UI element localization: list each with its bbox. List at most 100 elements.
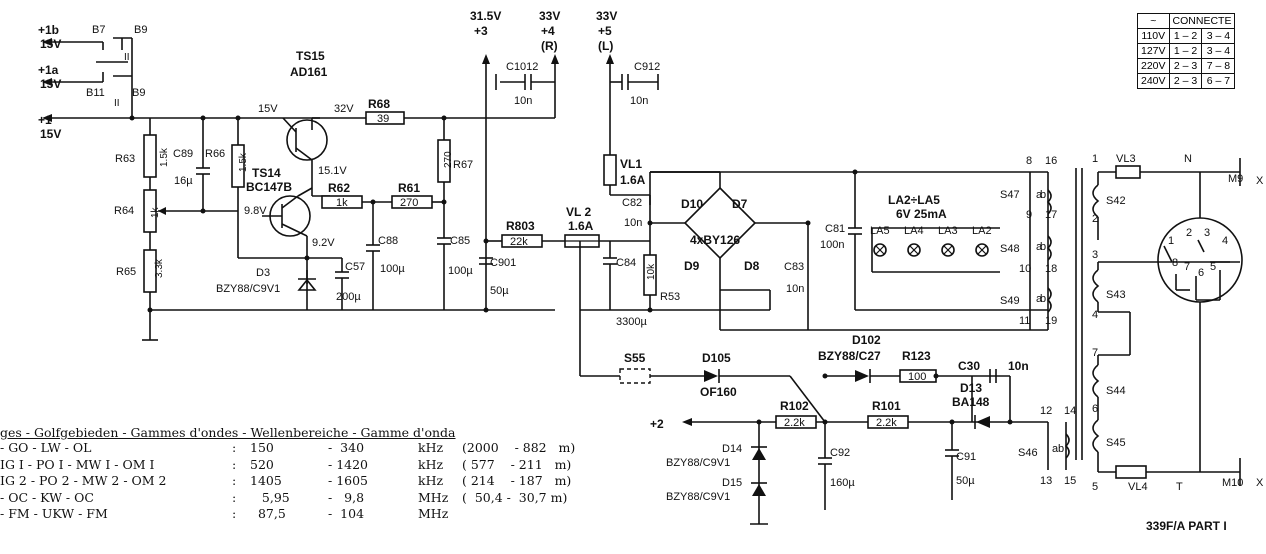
connection-cell: 3 – 4 xyxy=(1201,43,1236,59)
input-2-label: +2 xyxy=(650,417,664,431)
x-terminal-bottom: X xyxy=(1256,477,1264,489)
terminal-17: 17 xyxy=(1045,209,1057,221)
r53-value: 10k xyxy=(646,263,657,280)
terminal-19: 19 xyxy=(1045,315,1057,327)
output-5-label: +5 xyxy=(598,24,612,38)
input-rails xyxy=(42,38,555,122)
table-row: 110V 1 – 2 3 – 4 xyxy=(1137,28,1236,44)
r53-label: R53 xyxy=(660,291,680,303)
band-name: - GO - LW - OL xyxy=(0,440,92,455)
terminal-18: 18 xyxy=(1045,263,1057,275)
band-unit: kHz xyxy=(418,440,444,455)
tap-4: 4 xyxy=(1092,309,1098,321)
c1012-value: 10n xyxy=(514,95,532,107)
voltage-cell: 240V xyxy=(1137,73,1170,89)
r68-label: R68 xyxy=(368,97,390,111)
d102-label: D102 xyxy=(852,333,881,347)
rail-1-label: +1 xyxy=(38,113,52,127)
c901-label: C901 xyxy=(490,257,516,269)
connection-cell: 2 – 3 xyxy=(1168,58,1203,74)
band-from: 5,95 xyxy=(250,489,290,505)
band-from: 87,5 xyxy=(250,506,286,521)
mains-transformer xyxy=(1075,158,1243,486)
d102-type: BZY88/C27 xyxy=(818,349,881,363)
selector-pin-2: 2 xyxy=(1186,227,1192,239)
voltage-15-1v: 15.1V xyxy=(318,165,347,177)
c912-value: 10n xyxy=(630,95,648,107)
rail-1a-voltage: 15V xyxy=(40,77,61,91)
s49-contact-b: b xyxy=(1040,293,1046,305)
c30-value: 10n xyxy=(1008,359,1029,373)
connect-header: CONNECTE xyxy=(1168,13,1236,29)
waveband-title: ges - Golfgebieden - Gammes d'ondes - We… xyxy=(0,425,456,440)
output-3-label: +3 xyxy=(474,24,488,38)
band-name: IG I - PO I - MW I - OM I xyxy=(0,456,155,472)
d3-label: D3 xyxy=(256,267,270,279)
c81-value: 100n xyxy=(820,239,844,251)
lamp-bank xyxy=(650,169,1048,311)
selector-pin-7: 7 xyxy=(1184,261,1190,273)
c91-value: 50µ xyxy=(956,475,975,487)
c82-label: C82 xyxy=(622,197,642,209)
c89-label: C89 xyxy=(173,148,193,160)
r102-label: R102 xyxy=(780,399,809,413)
lamp-la2-label: LA2 xyxy=(972,225,992,237)
c88-label: C88 xyxy=(378,235,398,247)
r101-value: 2.2k xyxy=(876,417,897,429)
selector-pin-1: 1 xyxy=(1168,235,1174,247)
voltage-15v: 15V xyxy=(258,103,278,115)
tap-6: 6 xyxy=(1092,403,1098,415)
s43-label: S43 xyxy=(1106,289,1126,301)
band-to: - 1420 xyxy=(328,456,369,472)
connection-cell: 1 – 2 xyxy=(1168,28,1203,44)
band-name: IG 2 - PO 2 - MW 2 - OM 2 xyxy=(0,473,167,488)
switch-b9-label-lower: B9 xyxy=(132,87,145,99)
ts14-label: TS14 xyxy=(252,166,281,180)
band-to: - 104 xyxy=(328,506,365,521)
s47-contact-b: b xyxy=(1040,189,1046,201)
rail-1-voltage: 15V xyxy=(40,127,61,141)
r65-value: 3.3k xyxy=(154,258,165,278)
output-rail-2 xyxy=(682,415,1048,525)
regulator-chain xyxy=(580,368,1011,429)
selector-pin-5: 5 xyxy=(1210,261,1216,273)
c57-value: 200µ xyxy=(336,291,361,303)
c92-label: C92 xyxy=(830,447,850,459)
output-rails-4-5 xyxy=(495,54,659,196)
c88-value: 100µ xyxy=(380,263,405,275)
tap-1: 1 xyxy=(1092,153,1098,165)
c30-label: C30 xyxy=(958,359,980,373)
voltage-9-8v: 9.8V xyxy=(244,205,267,217)
s46-contact-a: a xyxy=(1052,443,1059,455)
terminal-15: 15 xyxy=(1064,475,1076,487)
connection-cell: 3 – 4 xyxy=(1201,28,1236,44)
switch-position-label-lower: II xyxy=(114,98,120,109)
d10-label: D10 xyxy=(681,197,703,211)
switch-b7-label: B7 xyxy=(92,24,105,36)
vl2-label: VL 2 xyxy=(566,205,591,219)
table-header-row: ~ CONNECTE xyxy=(1137,13,1236,29)
r62-label: R62 xyxy=(328,181,350,195)
c83-value: 10n xyxy=(786,283,804,295)
band-from: 1405 xyxy=(250,473,282,488)
band-from: 520 xyxy=(250,456,274,472)
vl1-label: VL1 xyxy=(620,157,642,171)
range-switch xyxy=(96,37,135,121)
band-separator: : xyxy=(232,473,237,488)
d13-label: D13 xyxy=(960,381,982,395)
band-to: - 340 xyxy=(328,440,365,455)
voltage-9-2v: 9.2V xyxy=(312,237,335,249)
r67-label: R67 xyxy=(453,159,473,171)
c901-value: 50µ xyxy=(490,285,509,297)
switch-b9-label: B9 xyxy=(134,24,147,36)
c81-label: C81 xyxy=(825,223,845,235)
lamp-la5-label: LA5 xyxy=(870,225,890,237)
terminal-13: 13 xyxy=(1040,475,1052,487)
ts14-type: BC147B xyxy=(246,180,292,194)
r64-label: R64 xyxy=(114,205,134,217)
band-wavelength: ( 577 - 211 m) xyxy=(462,456,572,472)
